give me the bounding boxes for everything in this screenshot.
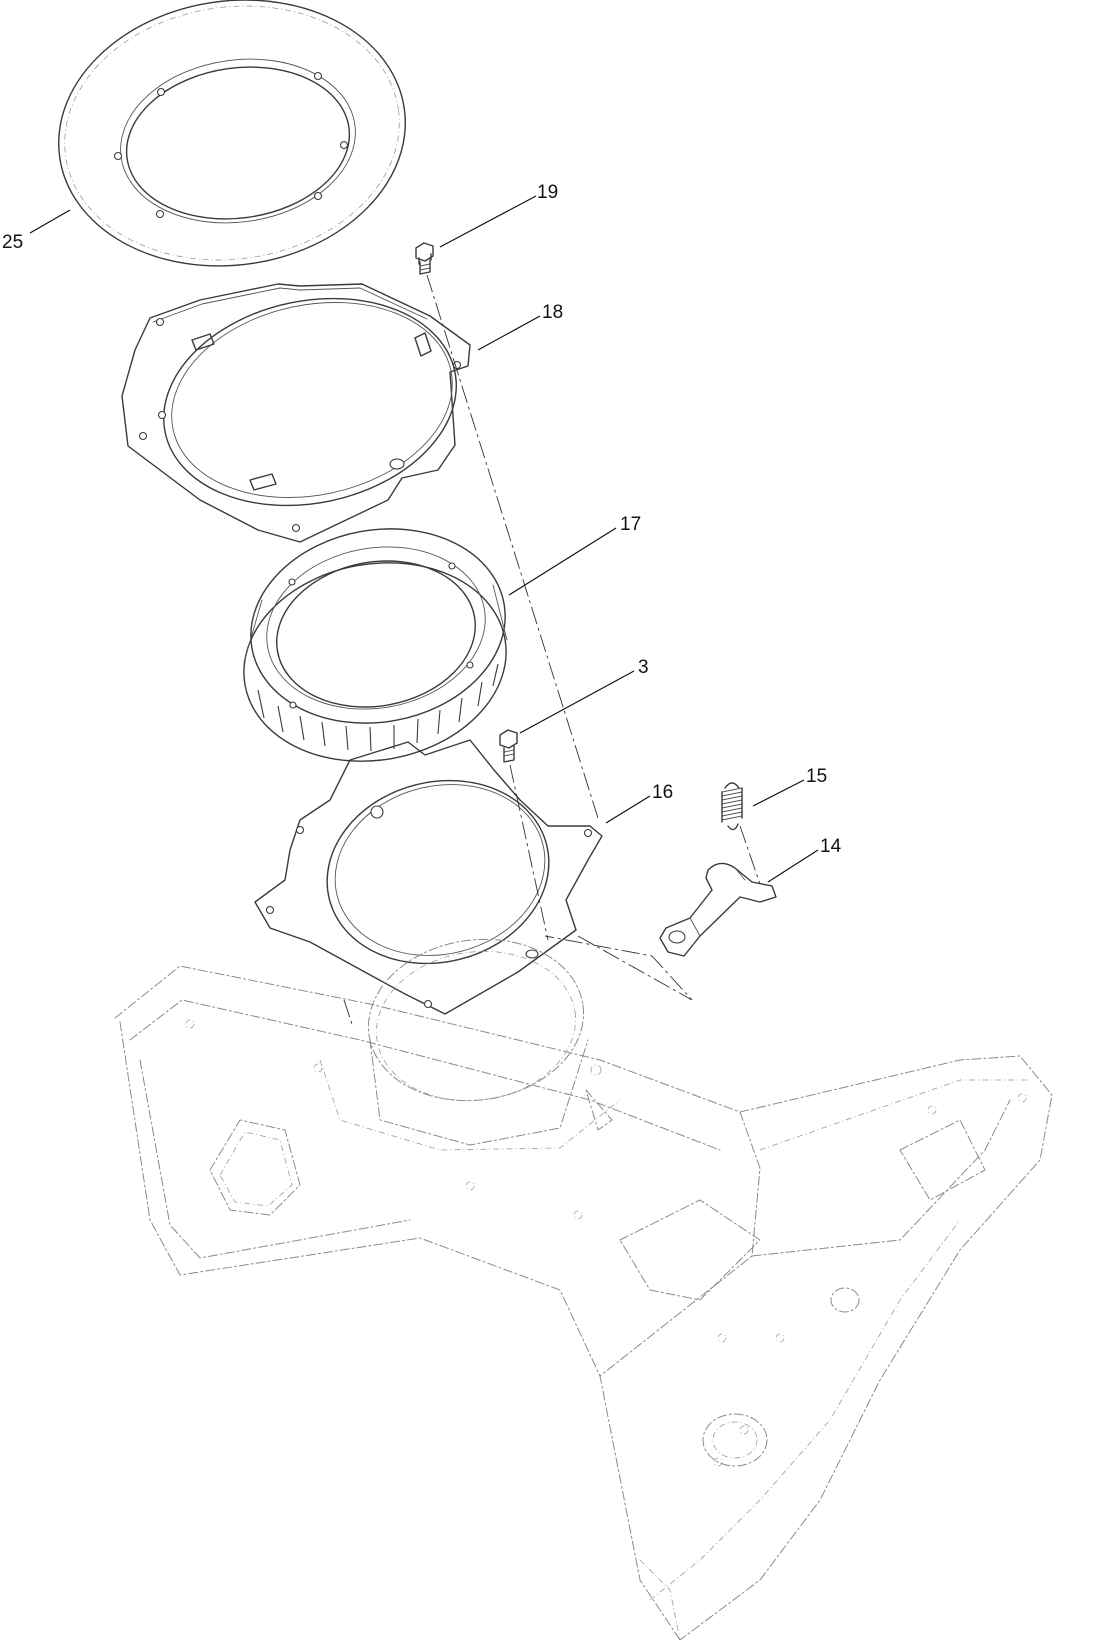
leader-17	[508, 527, 617, 596]
leader-16	[605, 795, 651, 824]
callout-18: 18	[542, 302, 563, 323]
part-3-bolt	[499, 729, 518, 763]
callout-16: 16	[652, 782, 673, 803]
part-18-mounting-plate	[121, 283, 471, 543]
part-25-ring-gasket	[58, 0, 406, 267]
leader-18	[477, 315, 541, 351]
housing-phantom	[114, 938, 1053, 1641]
leader-15	[752, 779, 805, 807]
part-15-spring	[721, 782, 743, 831]
assembly-centerlines	[343, 274, 761, 1025]
callout-19: 19	[537, 182, 558, 203]
callout-25: 25	[2, 232, 23, 253]
leader-lines	[29, 195, 819, 883]
leader-3	[519, 670, 635, 734]
part-17-ring-gear	[243, 528, 508, 762]
leader-25	[29, 209, 71, 234]
callout-17: 17	[620, 514, 641, 535]
leader-14	[767, 849, 819, 883]
part-16-chute-bracket	[254, 739, 603, 1015]
callout-14: 14	[820, 836, 842, 857]
callout-3: 3	[638, 657, 649, 678]
part-14-latch-lever	[659, 862, 777, 957]
callout-15: 15	[806, 766, 827, 787]
leader-19	[439, 195, 537, 248]
callout-labels: 25 19 18 17 3 15 16 14	[2, 182, 842, 857]
part-19-bolt	[415, 242, 434, 275]
